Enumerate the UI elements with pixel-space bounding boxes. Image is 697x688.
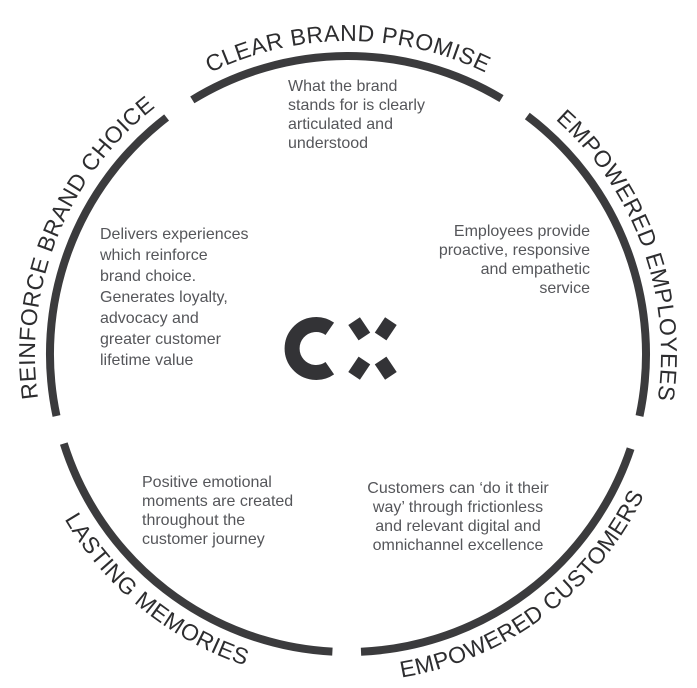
cx-logo	[284, 317, 397, 380]
description-reinforce-brand-choice: Delivers experiences which reinforce bra…	[100, 226, 249, 369]
arc-reinforce-brand-choice	[46, 114, 170, 417]
arc-empowered-employees	[524, 112, 650, 417]
cx-logo-c-glyph	[284, 317, 335, 380]
label-clear-brand-promise: CLEAR BRAND PROMISE	[201, 20, 494, 78]
description-clear-brand-promise: What the brand stands for is clearly art…	[288, 78, 425, 152]
description-empowered-customers: Customers can ‘do it their way’ through …	[367, 480, 549, 554]
arc-lasting-memories	[59, 442, 333, 656]
cx-logo-x-glyph	[348, 317, 397, 380]
ring-arcs	[46, 52, 650, 656]
description-empowered-employees: Employees provide proactive, responsive …	[438, 223, 590, 297]
description-lasting-memories: Positive emotional moments are created t…	[142, 474, 294, 548]
arc-empowered-customers	[360, 447, 635, 656]
arc-clear-brand-promise	[190, 52, 504, 104]
svg-text:CLEAR BRAND PROMISE: CLEAR BRAND PROMISE	[201, 20, 495, 78]
